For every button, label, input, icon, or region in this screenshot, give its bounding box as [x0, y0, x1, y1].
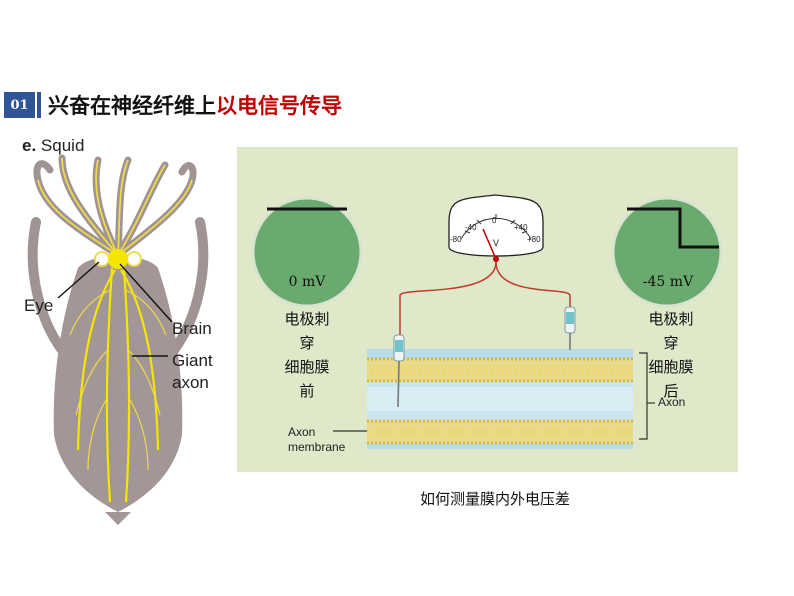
left-note-line: 前: [299, 382, 315, 400]
membrane-label-line: membrane: [288, 440, 346, 454]
right-oscilloscope: [611, 196, 723, 308]
left-electrode: [393, 334, 405, 408]
giant-label: Giant: [172, 351, 213, 370]
left-scope-note: 电极刺 穿 细胞膜 前: [262, 307, 352, 403]
right-electrode: [564, 306, 576, 350]
left-note-line: 细胞膜: [284, 358, 330, 376]
wire-left: [399, 261, 497, 337]
voltmeter-needle: [482, 228, 497, 260]
meter-tick-0: 0: [492, 216, 497, 225]
badge-accent-bar: [37, 92, 41, 118]
title-part-2-highlight: 以电信号传导: [216, 94, 342, 118]
axon-label-squid: axon: [172, 373, 209, 392]
axon-membrane-label: Axon membrane: [288, 425, 345, 455]
meter-tick-minus80: -80: [450, 235, 462, 244]
meter-unit: V: [493, 238, 500, 248]
lower-membrane: [367, 419, 633, 445]
right-note-line: 穿: [663, 334, 679, 352]
left-scope-value: 0 mV: [288, 274, 326, 290]
panel-letter: e.: [22, 136, 37, 155]
meter-tick-plus40: +40: [514, 223, 528, 232]
upper-membrane: [367, 357, 633, 383]
left-note-line: 穿: [299, 334, 315, 352]
wire-right: [495, 261, 571, 312]
voltmeter-body: [448, 194, 544, 257]
right-note-line: 电极刺: [648, 310, 694, 328]
diagram-caption: 如何测量膜内外电压差: [420, 490, 571, 508]
left-oscilloscope: [251, 196, 363, 308]
page-title: 兴奋在神经纤维上以电信号传导: [48, 90, 342, 120]
right-note-line: 后: [663, 382, 679, 400]
right-note-line: 细胞膜: [648, 358, 694, 376]
panel-name: Squid: [40, 136, 85, 155]
eye-label: Eye: [24, 296, 54, 315]
right-trace: [627, 207, 719, 249]
left-note-line: 电极刺: [284, 310, 330, 328]
membrane-label-line: Axon: [288, 425, 316, 439]
meter-tick-minus40: -40: [465, 223, 477, 232]
brain-label: Brain: [172, 319, 212, 338]
title-part-1: 兴奋在神经纤维上: [48, 94, 216, 118]
axon-measurement-diagram: [251, 194, 723, 449]
squid-panel-label: e. Squid: [22, 136, 84, 156]
axon-label: Axon: [658, 395, 686, 409]
axon-bracket: [639, 352, 648, 440]
squid-illustration: [27, 154, 209, 525]
right-scope-note: 电极刺 穿 细胞膜 后: [626, 307, 716, 403]
right-scope-value: -45 mV: [642, 274, 694, 290]
meter-tick-plus80: +80: [527, 235, 541, 244]
section-number-badge: 01: [4, 92, 35, 118]
